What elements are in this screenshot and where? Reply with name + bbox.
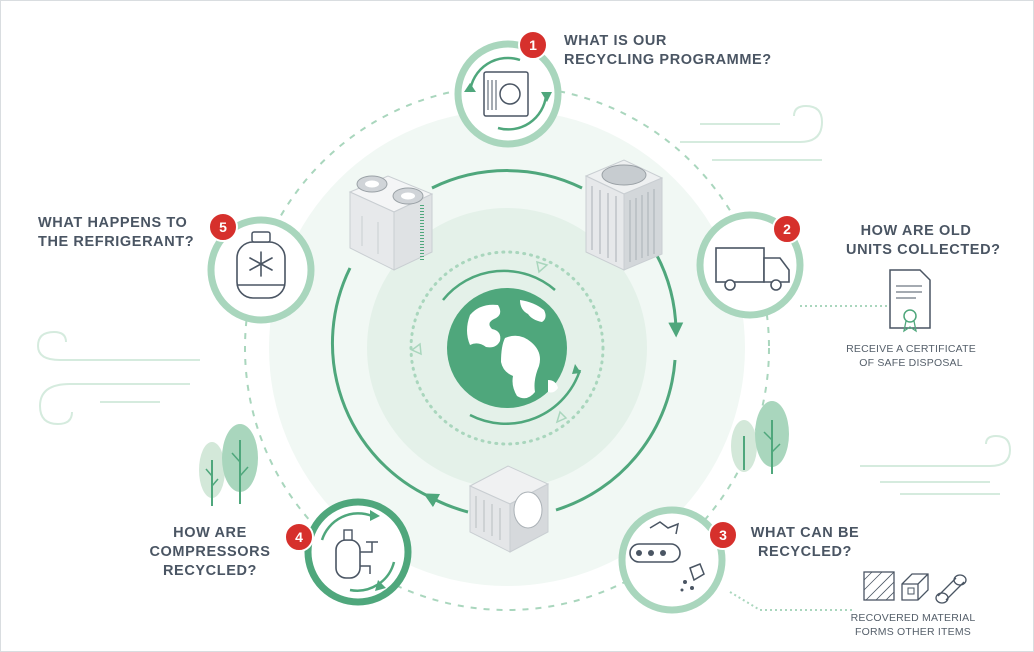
step-5-line-2: THE REFRIGERANT? [38,234,195,250]
step-4-line-3: RECYCLED? [162,563,257,579]
step-4-line-1: HOW ARE [173,525,247,541]
materials-note-line-1: RECOVERED MATERIAL [850,612,976,624]
step-1-question: WHAT IS OUR RECYCLING PROGRAMME? [564,32,772,70]
wind-right [860,434,1012,495]
step-3-line-1: WHAT CAN BE [750,525,860,541]
step-2-circle [696,211,804,319]
step-3-line-2: RECYCLED? [757,544,852,560]
wind-left [36,330,200,426]
certificate-note-line-1: RECEIVE A CERTIFICATE [846,343,976,355]
twin-fan-unit-image [348,175,434,271]
certificate-icon [800,269,931,333]
ring-lower-right [555,359,677,512]
step-1-circle [454,40,562,148]
globe-icon [447,288,567,408]
step-5-badge: 5 [208,212,238,242]
step-3-question: WHAT CAN BE RECYCLED? [748,524,862,562]
step-3-circle [618,506,726,614]
globe-arc-top [442,269,556,301]
step-2-line-2: UNITS COLLECTED? [846,242,1001,258]
step-2-badge: 2 [772,214,802,244]
ring-top [431,169,583,190]
materials-icons [729,571,967,611]
step-2-line-1: HOW ARE OLD [860,223,972,239]
step-1-line-1: WHAT IS OUR [564,33,667,49]
split-unit-image [468,465,550,553]
step-5-circle [207,216,315,324]
inner-dotted-ring [409,250,605,446]
step-1-badge: 1 [518,30,548,60]
step-4-badge: 4 [284,522,314,552]
globe-arc-bottom [469,369,582,425]
trees-left [199,424,258,506]
ring-left [330,267,431,499]
outer-dashed-ring [244,85,770,611]
step-2-question: HOW ARE OLD UNITS COLLECTED? [846,222,1001,260]
step-4-line-2: COMPRESSORS [149,544,271,560]
ring-bottom [423,493,469,514]
step-3-badge: 3 [708,520,738,550]
materials-note: RECOVERED MATERIAL FORMS OTHER ITEMS [838,611,988,639]
step-4-question: HOW ARE COMPRESSORS RECYCLED? [144,524,276,581]
vrf-unit-image [584,159,664,271]
certificate-note-line-2: OF SAFE DISPOSAL [859,357,963,369]
wind-top-right [680,104,824,161]
step-5-question: WHAT HAPPENS TO THE REFRIGERANT? [38,214,194,252]
certificate-note: RECEIVE A CERTIFICATE OF SAFE DISPOSAL [836,342,986,370]
trees-right [731,401,789,474]
step-1-line-2: RECYCLING PROGRAMME? [564,52,772,68]
step-5-line-1: WHAT HAPPENS TO [38,215,188,231]
step-4-circle [304,498,412,606]
materials-note-line-2: FORMS OTHER ITEMS [855,626,971,638]
